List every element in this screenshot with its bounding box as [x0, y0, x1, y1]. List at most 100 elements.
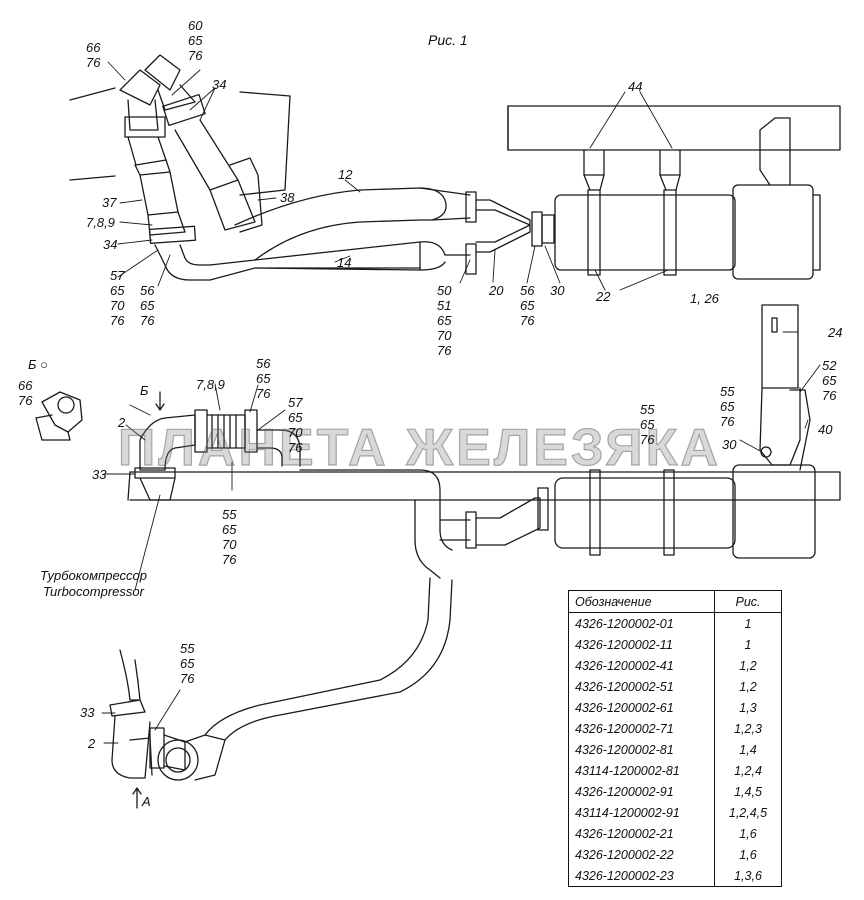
- designation-cell: 4326-1200002-23: [568, 865, 715, 887]
- label-12: 12: [338, 167, 353, 182]
- designation-cell: 4326-1200002-41: [568, 655, 715, 676]
- label-24: 24: [828, 325, 843, 340]
- reducer-side: [475, 497, 541, 546]
- figure-cell: 1: [714, 612, 782, 634]
- figure-cell: 1,3: [714, 697, 782, 718]
- label-7-8-9-mid: 7,8,9: [196, 377, 225, 392]
- label-34-left: 34: [103, 237, 118, 252]
- header-figure: Рис.: [714, 590, 782, 613]
- pipe-side-upper: [256, 429, 301, 467]
- turbo-outlet-lower: [109, 649, 226, 781]
- label-1-26: 1, 26: [690, 291, 719, 306]
- label-2-bottom: 2: [88, 736, 96, 751]
- muffler-side: [554, 304, 816, 559]
- label-44: 44: [628, 79, 643, 94]
- pipe-side-down: [414, 499, 453, 579]
- label-7-8-9-top: 7,8,9: [86, 215, 115, 230]
- figure-cell: 1,6: [714, 823, 782, 844]
- figure-cell: 1,2: [714, 676, 782, 697]
- label-20: 20: [489, 283, 504, 298]
- figure-cell: 1,2,3: [714, 718, 782, 739]
- figure-cell: 1,2,4: [714, 760, 782, 781]
- frame-rail-left-top: [69, 87, 291, 196]
- view-b-detail: [35, 391, 83, 441]
- view-b-title: Б ○: [28, 357, 48, 372]
- label-33-mid: 33: [92, 467, 107, 482]
- figure-cell: 1,3,6: [714, 865, 782, 887]
- designation-cell: 4326-1200002-91: [568, 781, 715, 802]
- manifold-pipe-left: [119, 69, 211, 281]
- muffler-top: [554, 117, 821, 280]
- label-38: 38: [280, 190, 295, 205]
- designation-cell: 43114-1200002-81: [568, 760, 715, 781]
- pipe-12: [234, 187, 447, 261]
- designation-cell: 4326-1200002-22: [568, 844, 715, 865]
- figure-cell: 1,4: [714, 739, 782, 760]
- arrow-b-label: Б: [140, 383, 149, 398]
- figure-cell: 1,2,4,5: [714, 802, 782, 823]
- figure-title: Рис. 1: [428, 32, 468, 48]
- label-22: 22: [596, 289, 611, 304]
- watermark-text: ПЛАНЕТА ЖЕЛЕЗЯКА: [117, 418, 721, 477]
- label-37: 37: [102, 195, 117, 210]
- designation-cell: 4326-1200002-71: [568, 718, 715, 739]
- label-14: 14: [337, 255, 352, 270]
- designation-cell: 43114-1200002-91: [568, 802, 715, 823]
- figure-cell: 1,6: [714, 844, 782, 865]
- header-designation: Обозначение: [568, 590, 715, 613]
- clamp-50: [465, 191, 477, 223]
- figure-cell: 1,4,5: [714, 781, 782, 802]
- designation-cell: 4326-1200002-21: [568, 823, 715, 844]
- manifold-pipe-right: [144, 54, 263, 233]
- label-33-bottom: 33: [80, 705, 95, 720]
- label-40: 40: [818, 422, 833, 437]
- designation-cell: 4326-1200002-11: [568, 634, 715, 655]
- frame-rail-side: [129, 471, 841, 501]
- designation-cell: 4326-1200002-61: [568, 697, 715, 718]
- table-header-row: Обозначение Рис.: [568, 590, 782, 613]
- reducer-20: [475, 199, 531, 253]
- label-30-mid: 30: [722, 437, 737, 452]
- designation-cell: 4326-1200002-81: [568, 739, 715, 760]
- figure-cell: 1: [714, 634, 782, 655]
- label-30-top: 30: [550, 283, 565, 298]
- arrow-a-label: А: [142, 794, 151, 809]
- figure-cell: 1,2: [714, 655, 782, 676]
- label-34-top: 34: [212, 77, 227, 92]
- designation-cell: 4326-1200002-51: [568, 676, 715, 697]
- label-2-mid: 2: [118, 415, 126, 430]
- designation-cell: 4326-1200002-01: [568, 612, 715, 634]
- leaders: [101, 61, 821, 744]
